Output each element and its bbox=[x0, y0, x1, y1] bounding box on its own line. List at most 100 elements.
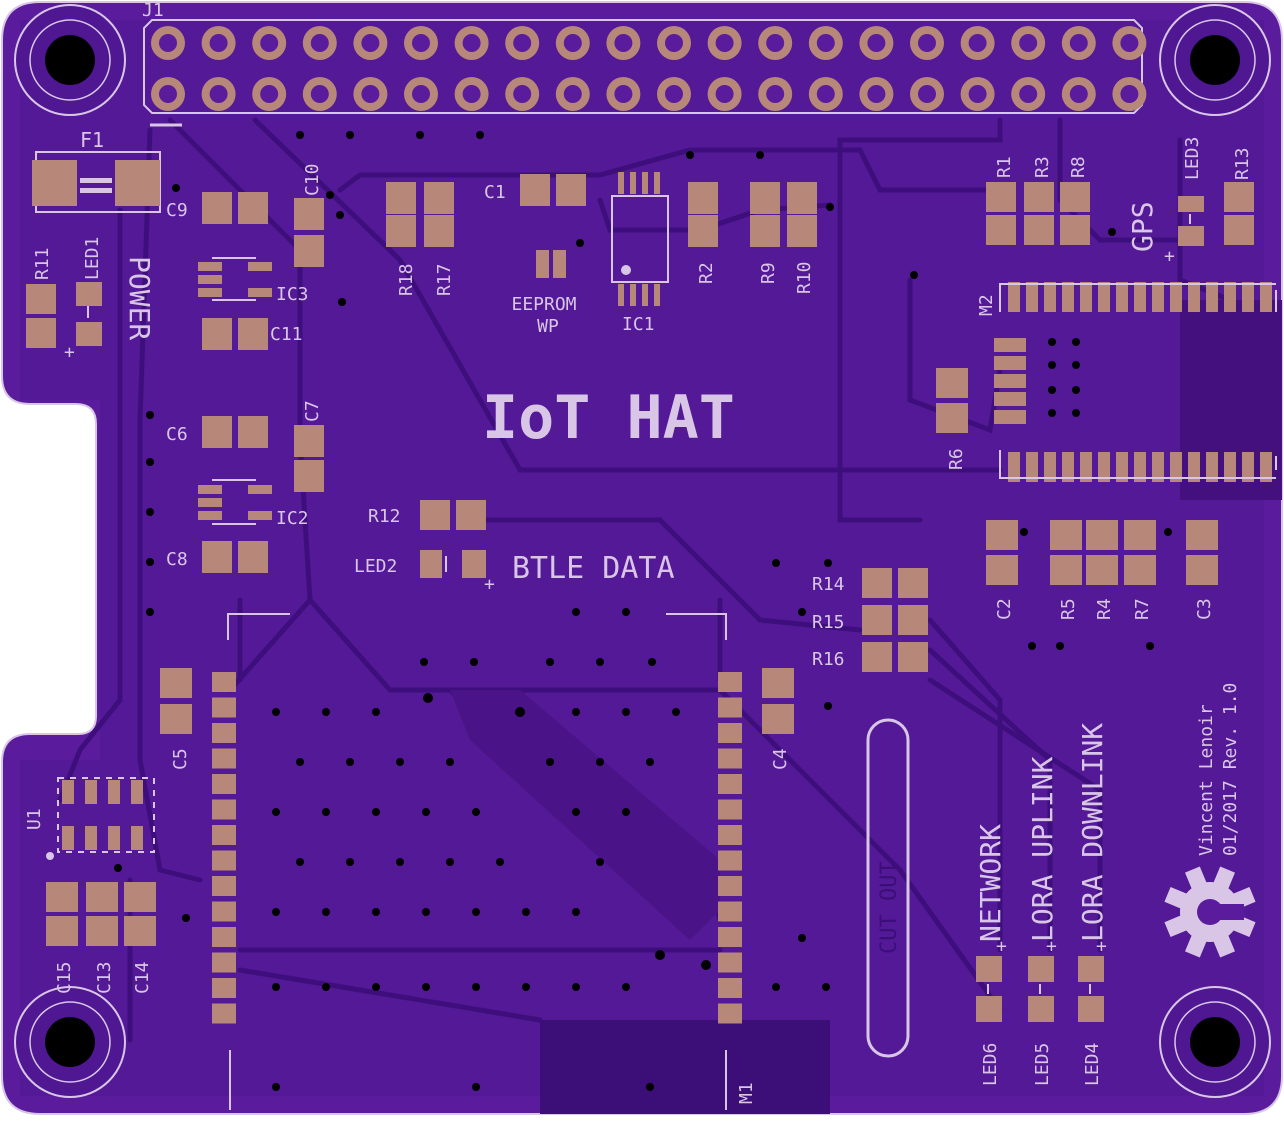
header-pin-hole bbox=[1019, 34, 1038, 52]
m1-pin bbox=[718, 952, 742, 973]
m2-pin bbox=[1116, 452, 1128, 482]
header-pin-hole bbox=[513, 85, 532, 103]
m2-pin bbox=[1098, 282, 1110, 312]
ic2-label: IC2 bbox=[276, 508, 309, 529]
c6-label: C6 bbox=[166, 424, 188, 445]
c15-label: C15 bbox=[54, 961, 75, 994]
silk-outlines bbox=[57, 195, 1277, 1110]
m1-pin bbox=[718, 748, 742, 769]
rev-label: 01/2017 Rev. 1.0 bbox=[1220, 683, 1241, 856]
header-pin-hole bbox=[462, 85, 481, 103]
c3-label: C3 bbox=[1194, 598, 1215, 620]
header-pin-hole bbox=[715, 85, 734, 103]
u1-label: U1 bbox=[24, 808, 45, 830]
m2-pin bbox=[1224, 452, 1236, 482]
r14-label: R14 bbox=[812, 574, 845, 595]
header-pin-hole bbox=[1019, 85, 1038, 103]
m1-pin bbox=[212, 876, 236, 896]
m1-pin bbox=[718, 672, 742, 692]
header-pin-hole bbox=[614, 85, 633, 103]
ic1-pin1-dot bbox=[621, 265, 631, 275]
c13-label: C13 bbox=[94, 961, 115, 994]
m2-pin bbox=[1044, 282, 1056, 312]
c11-label: C11 bbox=[270, 324, 303, 345]
m2-pin bbox=[1206, 452, 1218, 482]
header-pin-hole bbox=[563, 85, 582, 103]
ic3-label: IC3 bbox=[276, 284, 309, 305]
header-pin-hole bbox=[159, 34, 177, 52]
cutout-label: CUT OUT bbox=[877, 861, 902, 954]
m1-pin bbox=[718, 876, 742, 896]
m1-pin bbox=[718, 697, 742, 718]
j1-label: J1 bbox=[142, 0, 164, 21]
led4-plus: + bbox=[1096, 936, 1107, 957]
eeprom-label: EEPROM bbox=[511, 294, 576, 315]
network-label: NETWORK bbox=[974, 824, 1007, 942]
m1-pin bbox=[718, 1003, 742, 1024]
wp-label: WP bbox=[537, 316, 559, 337]
header-pin-hole bbox=[665, 85, 683, 103]
m2-pin bbox=[1062, 282, 1074, 312]
led2-plus: + bbox=[484, 574, 495, 595]
m1-pin bbox=[212, 825, 236, 845]
m1-pin bbox=[212, 978, 236, 998]
silk-labels: J1 F1 R11 LED1 POWER + C9 C10 IC3 C11 C1… bbox=[24, 0, 1253, 1104]
r12-label: R12 bbox=[368, 506, 401, 527]
header-pin-hole bbox=[563, 34, 582, 52]
header-pin-hole bbox=[209, 34, 228, 52]
m2-pin bbox=[1008, 282, 1020, 312]
header-pin-hole bbox=[412, 85, 430, 103]
m2-pin bbox=[1242, 282, 1254, 312]
header-pin-hole bbox=[867, 85, 886, 103]
r17-label: R17 bbox=[434, 263, 455, 296]
header-pin-hole bbox=[310, 85, 329, 103]
c10-label: C10 bbox=[302, 163, 323, 196]
gps-label: GPS bbox=[1126, 201, 1159, 252]
led6-plus: + bbox=[996, 936, 1007, 957]
c2-label: C2 bbox=[994, 598, 1015, 620]
m1-pin bbox=[212, 774, 236, 794]
m1-pin bbox=[212, 850, 236, 871]
m1-module-pins bbox=[212, 672, 742, 1024]
author-label: Vincent Lenoir bbox=[1196, 704, 1217, 856]
m2-pin bbox=[1260, 452, 1272, 482]
m2-pin bbox=[1134, 282, 1146, 312]
m1-pin bbox=[718, 774, 742, 794]
vias bbox=[114, 131, 1172, 1091]
header-pin-hole bbox=[715, 34, 734, 52]
r16-label: R16 bbox=[812, 649, 845, 670]
r18-label: R18 bbox=[396, 263, 417, 296]
c7-label: C7 bbox=[302, 400, 323, 422]
m1-pin bbox=[212, 697, 236, 718]
header-pin-hole bbox=[968, 34, 987, 52]
header-pin-hole bbox=[1120, 34, 1139, 52]
header-pin-hole bbox=[361, 85, 380, 103]
m1-pin bbox=[718, 901, 742, 922]
header-pin-hole bbox=[968, 85, 987, 103]
header-pin-hole bbox=[1120, 85, 1139, 103]
m1-pin bbox=[718, 799, 742, 820]
m2-pin bbox=[1206, 282, 1218, 312]
lora-downlink-label: LORA DOWNLINK bbox=[1076, 723, 1109, 942]
m1-pin bbox=[212, 723, 236, 743]
lora-uplink-label: LORA UPLINK bbox=[1026, 756, 1059, 942]
m1-pin bbox=[212, 748, 236, 769]
header-pin-hole bbox=[513, 34, 532, 52]
c5-label: C5 bbox=[170, 748, 191, 770]
m2-pin bbox=[1098, 452, 1110, 482]
c9-label: C9 bbox=[166, 200, 188, 221]
led3-plus: + bbox=[1164, 246, 1175, 267]
led2-label: LED2 bbox=[354, 556, 397, 577]
c1-label: C1 bbox=[484, 182, 506, 203]
m1-pin bbox=[212, 672, 236, 692]
header-pin-hole bbox=[614, 34, 633, 52]
m2-pin bbox=[1188, 452, 1200, 482]
header-pin-hole bbox=[1069, 34, 1088, 52]
header-pin-hole bbox=[816, 85, 835, 103]
header-pin-hole bbox=[310, 34, 329, 52]
c14-label: C14 bbox=[132, 961, 153, 994]
m2-label: M2 bbox=[976, 294, 997, 316]
m2-pin bbox=[1080, 282, 1092, 312]
